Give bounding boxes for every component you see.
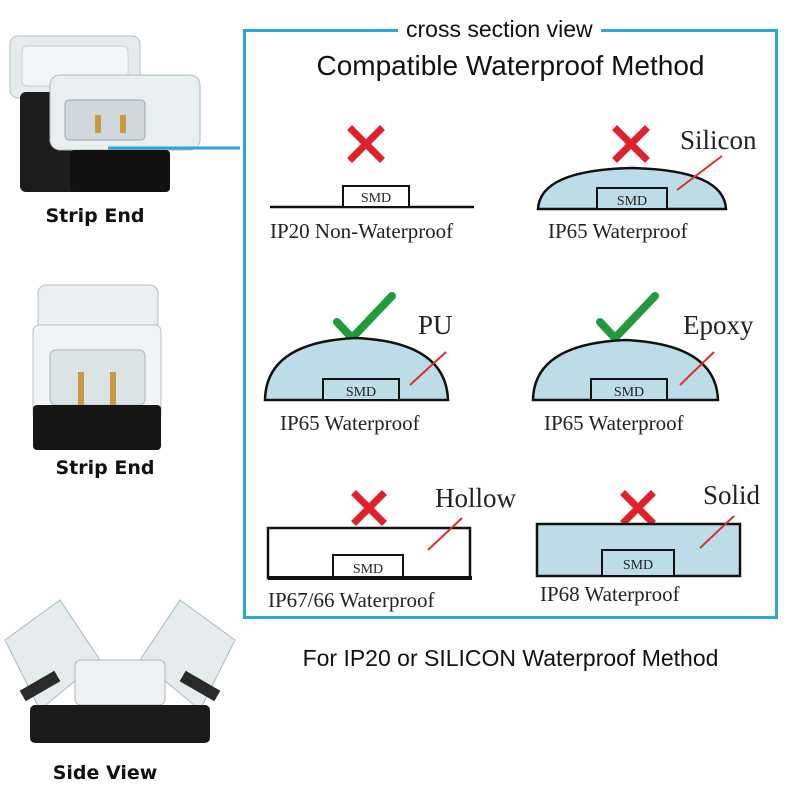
side-label-2: Strip End — [55, 457, 155, 479]
cross-icon — [351, 490, 387, 526]
panel-epoxy: SMD — [531, 292, 720, 402]
cross-section-diagrams: SMD SMD SMD SMD SMD — [263, 125, 742, 580]
smd-label: SMD — [623, 558, 653, 573]
compatibility-heading: Compatible Waterproof Method — [316, 50, 705, 81]
panel-hollow: SMD — [266, 490, 472, 580]
smd-label: SMD — [617, 194, 647, 209]
caption-ip20: IP20 Non-Waterproof — [270, 219, 454, 243]
pointer-line — [427, 517, 463, 551]
side-label-3: Side View — [52, 762, 158, 784]
pu-coating — [263, 336, 450, 402]
smd-label: SMD — [361, 191, 391, 206]
cross-icon — [620, 490, 656, 526]
smd-chip — [601, 549, 675, 577]
connector-photos — [4, 35, 240, 743]
panel-pu: SMD — [263, 292, 450, 402]
check-icon — [333, 292, 396, 342]
material-label-silicon: Silicon — [680, 125, 757, 155]
material-label-epoxy: Epoxy — [683, 310, 754, 340]
smd-label: SMD — [614, 385, 644, 400]
panel-solid: SMD — [535, 490, 742, 578]
smd-label: SMD — [353, 562, 383, 577]
caption-epoxy: IP65 Waterproof — [544, 411, 684, 435]
strip-end-connector-front — [32, 284, 162, 450]
smd-chip — [590, 378, 668, 401]
caption-hollow: IP67/66 Waterproof — [268, 588, 435, 612]
pointer-line — [676, 155, 723, 191]
pointer-line — [699, 515, 735, 549]
smd-label: SMD — [346, 385, 376, 400]
cross-icon — [612, 125, 650, 163]
caption-solid: IP68 Waterproof — [540, 582, 680, 606]
material-label-hollow: Hollow — [435, 483, 516, 513]
method-note: For IP20 or SILICON Waterproof Method — [302, 645, 719, 671]
frame-title: cross section view — [398, 16, 601, 43]
smd-chip — [322, 378, 400, 401]
side-view-connector — [4, 599, 236, 743]
smd-chip — [596, 187, 668, 210]
side-label-1: Strip End — [45, 205, 145, 227]
check-icon — [596, 292, 659, 342]
pointer-line — [409, 351, 447, 386]
caption-pu: IP65 Waterproof — [280, 411, 420, 435]
smd-chip — [342, 185, 410, 208]
material-label-solid: Solid — [703, 480, 761, 510]
strip-end-connector-top — [9, 35, 201, 192]
material-label-pu: PU — [418, 310, 453, 340]
pointer-line — [679, 351, 715, 386]
panel-silicon: SMD — [536, 125, 728, 211]
caption-silicon: IP65 Waterproof — [548, 219, 688, 243]
cross-icon — [347, 125, 385, 163]
epoxy-coating — [531, 338, 720, 402]
panel-ip20: SMD — [270, 125, 474, 209]
